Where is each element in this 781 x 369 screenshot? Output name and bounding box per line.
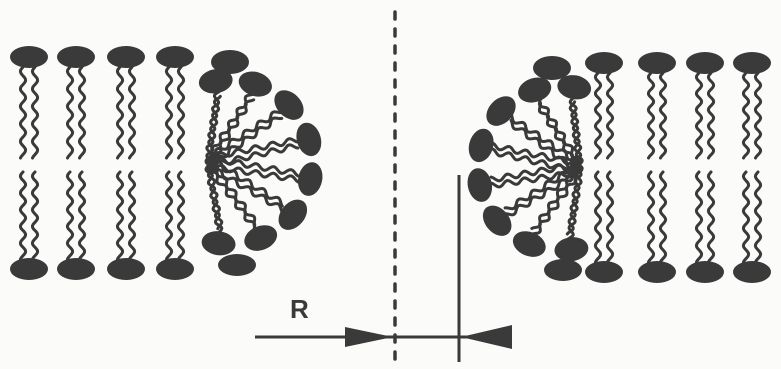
- lipid-head: [733, 52, 771, 74]
- lipid-head: [156, 258, 194, 280]
- lipid-head: [107, 46, 145, 68]
- lipid-tail: [129, 67, 134, 158]
- lipid-head: [156, 46, 194, 68]
- lipid-head: [211, 50, 249, 74]
- lipid-head: [57, 258, 95, 280]
- lipid-tail: [67, 67, 72, 158]
- lipid-head: [686, 261, 724, 283]
- lipid-head: [585, 52, 623, 74]
- lipid-head: [686, 52, 724, 74]
- lipid-tail: [117, 172, 122, 259]
- lipid-tail: [178, 172, 183, 259]
- arrowhead-left: [345, 327, 393, 347]
- lipid-tail: [660, 172, 665, 262]
- lipid-head: [509, 227, 550, 262]
- lipid-tail: [708, 172, 713, 262]
- left-pore-rim: [197, 50, 326, 276]
- lipid-tail: [755, 172, 760, 262]
- bilayer-lipid-pair: [686, 52, 724, 283]
- lipid-head: [10, 46, 48, 68]
- lipid-head: [293, 120, 325, 159]
- lipid-tail: [117, 67, 122, 158]
- lipid-tail: [743, 172, 748, 262]
- lipid-head: [553, 235, 590, 263]
- lipid-head: [638, 52, 676, 74]
- lipid-tail: [79, 67, 84, 158]
- right-pore-rim: [465, 56, 594, 281]
- lipid-tail: [178, 67, 183, 158]
- lipid-tail: [696, 172, 701, 262]
- lipid-tail: [79, 172, 84, 259]
- lipid-head: [733, 261, 771, 283]
- lipid-head: [295, 160, 326, 198]
- lipid-tail: [607, 172, 612, 262]
- lipid-tail: [129, 172, 134, 259]
- lipid-molecules: [10, 46, 771, 283]
- lipid-tail: [32, 67, 37, 158]
- lipid-head: [481, 90, 522, 131]
- lipid-head: [218, 254, 256, 276]
- lipid-tail: [166, 172, 171, 259]
- lipid-head: [465, 126, 497, 165]
- bilayer-lipid-pair: [638, 52, 676, 283]
- lipid-head: [544, 259, 582, 281]
- lipid-tail: [166, 67, 171, 158]
- lipid-head: [107, 258, 145, 280]
- lipid-tail: [20, 172, 25, 259]
- lipid-head: [585, 261, 623, 283]
- bilayer-lipid-pair: [156, 46, 194, 280]
- lipid-tail: [607, 73, 612, 158]
- lipid-head: [10, 258, 48, 280]
- lipid-tail: [648, 73, 653, 158]
- lipid-head: [240, 221, 281, 256]
- lipid-tail: [660, 73, 665, 158]
- lipid-head: [477, 200, 517, 241]
- lipid-tail: [32, 172, 37, 259]
- bilayer-lipid-pair: [57, 46, 95, 280]
- radius-label: R: [290, 294, 309, 324]
- lipid-head: [57, 46, 95, 68]
- lipid-head: [235, 67, 275, 100]
- lipid-tail: [708, 73, 713, 158]
- lipid-tail: [755, 73, 760, 158]
- lipid-head: [638, 261, 676, 283]
- bilayer-lipid-pair: [107, 46, 145, 280]
- lipid-tail: [20, 67, 25, 158]
- lipid-tail: [67, 172, 72, 259]
- lipid-head: [465, 166, 496, 204]
- bilayer-lipid-pair: [10, 46, 48, 280]
- arrowhead-right: [461, 325, 512, 349]
- bilayer-lipid-pair: [733, 52, 771, 283]
- lipid-tail: [696, 73, 701, 158]
- lipid-tail: [595, 73, 600, 158]
- lipid-head: [200, 229, 237, 257]
- lipid-tail: [743, 73, 748, 158]
- lipid-head: [533, 56, 571, 80]
- lipid-tail: [595, 172, 600, 262]
- lipid-tail: [648, 172, 653, 262]
